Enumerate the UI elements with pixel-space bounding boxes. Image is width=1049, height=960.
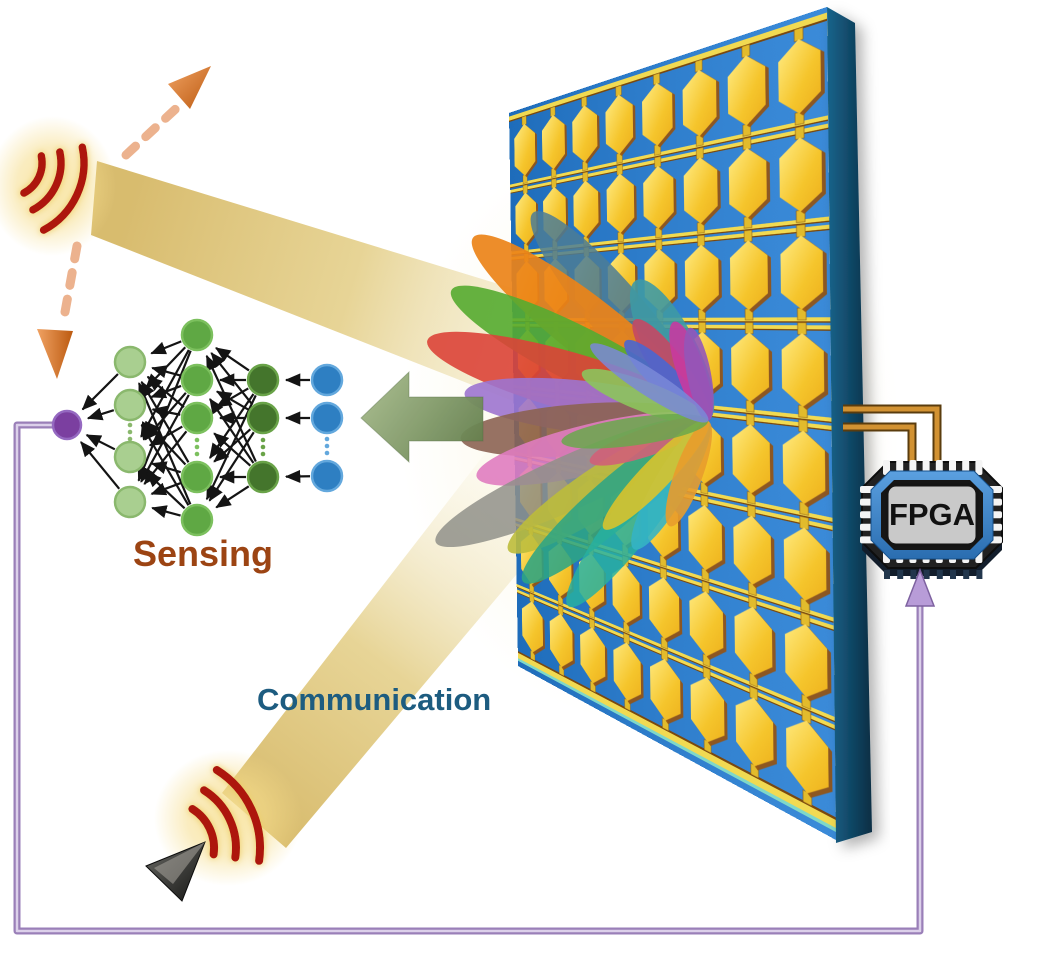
nn-edge — [148, 425, 183, 447]
lobe-yellow — [602, 420, 710, 530]
nn-ellipsis-dot — [324, 443, 330, 449]
chip-lip-pin — [910, 570, 917, 579]
lobe-violet — [684, 327, 714, 422]
lobe-fern — [561, 414, 709, 449]
chip-lip-pin — [950, 570, 956, 579]
fpga-chip-label: FPGA — [888, 497, 976, 532]
nn-edge — [86, 407, 115, 421]
beam-fan — [427, 211, 715, 608]
nn-edge — [145, 471, 186, 510]
fpga-chip — [860, 460, 1003, 579]
nn-edge — [150, 340, 182, 355]
lobe-amber — [665, 420, 713, 527]
nn-ellipsis-dot — [127, 429, 133, 435]
nn-node-hidden-2 — [180, 363, 214, 397]
chip-lip-pin — [936, 570, 943, 579]
radio-wave-icon-top — [20, 143, 88, 234]
chip-lip-pin — [976, 570, 983, 579]
nn-edge — [209, 398, 255, 464]
chip-die — [885, 483, 979, 547]
radio-wave-icon-bottom — [188, 766, 264, 865]
nn-node-input — [310, 401, 344, 435]
neural-network-nodes — [51, 318, 344, 537]
chip-lip-pin — [884, 570, 890, 579]
neural-network-edges — [80, 340, 311, 519]
nn-node-hidden-1 — [113, 485, 147, 519]
dashed-arrow-up — [121, 66, 211, 160]
nn-ellipsis-dot — [194, 437, 200, 443]
dashed-arrow-down — [37, 241, 82, 379]
nn-node-hidden-1 — [113, 345, 147, 379]
sensing-label: Sensing — [133, 533, 274, 574]
feedback-arrowhead — [904, 567, 936, 607]
nn-ellipsis-dot — [194, 451, 200, 457]
nn-edge — [215, 347, 250, 372]
chip-lip-pin — [963, 570, 970, 579]
nn-ellipsis-dot — [127, 436, 133, 442]
feedback-loop — [13, 421, 924, 935]
nn-node-input — [310, 459, 344, 493]
nn-node-input — [310, 363, 344, 397]
lobe-periwinkle — [590, 343, 709, 423]
nn-node-hidden-1 — [113, 440, 147, 474]
horn-antenna — [145, 841, 206, 902]
nn-node-hidden-2 — [180, 503, 214, 537]
nn-edge — [85, 433, 116, 451]
nn-edge — [213, 432, 252, 467]
nn-ellipsis-dot — [194, 444, 200, 450]
nn-ellipsis-dot — [260, 451, 266, 457]
nn-edge — [215, 485, 250, 509]
nn-node-hidden-3 — [246, 401, 280, 435]
nn-ellipsis-dot — [260, 437, 266, 443]
nn-node-hidden-2 — [180, 460, 214, 494]
nn-node-hidden-3 — [246, 460, 280, 494]
chip-pin — [883, 460, 890, 475]
nn-node-hidden-3 — [246, 363, 280, 397]
nn-ellipsis-dot — [324, 450, 330, 456]
nn-ellipsis-dot — [324, 436, 330, 442]
chip-lip-pin — [923, 570, 930, 579]
sensing-arrow — [360, 370, 484, 464]
nn-ellipsis-dot — [260, 444, 266, 450]
nn-edge — [151, 365, 181, 379]
nn-edge — [140, 423, 190, 506]
nn-edge — [205, 354, 257, 463]
nn-edge — [137, 382, 192, 505]
nn-edge — [151, 505, 181, 519]
nn-node-hidden-1 — [113, 388, 147, 422]
dashed-arrow-down-head — [37, 329, 73, 379]
dashed-arrow-up-head — [168, 66, 211, 109]
nn-edge — [215, 390, 249, 411]
nn-edge — [81, 373, 119, 411]
chip-lip-pin — [897, 570, 904, 579]
nn-edge — [215, 387, 249, 408]
nn-node-hidden-2 — [180, 401, 214, 435]
nn-node-hidden-2 — [180, 318, 214, 352]
communication-label: Communication — [257, 682, 492, 717]
nn-ellipsis-dot — [127, 422, 133, 428]
nn-node-output — [51, 409, 83, 441]
chip-pin — [975, 460, 983, 475]
nn-edge — [80, 441, 121, 490]
control-wires — [843, 404, 942, 463]
